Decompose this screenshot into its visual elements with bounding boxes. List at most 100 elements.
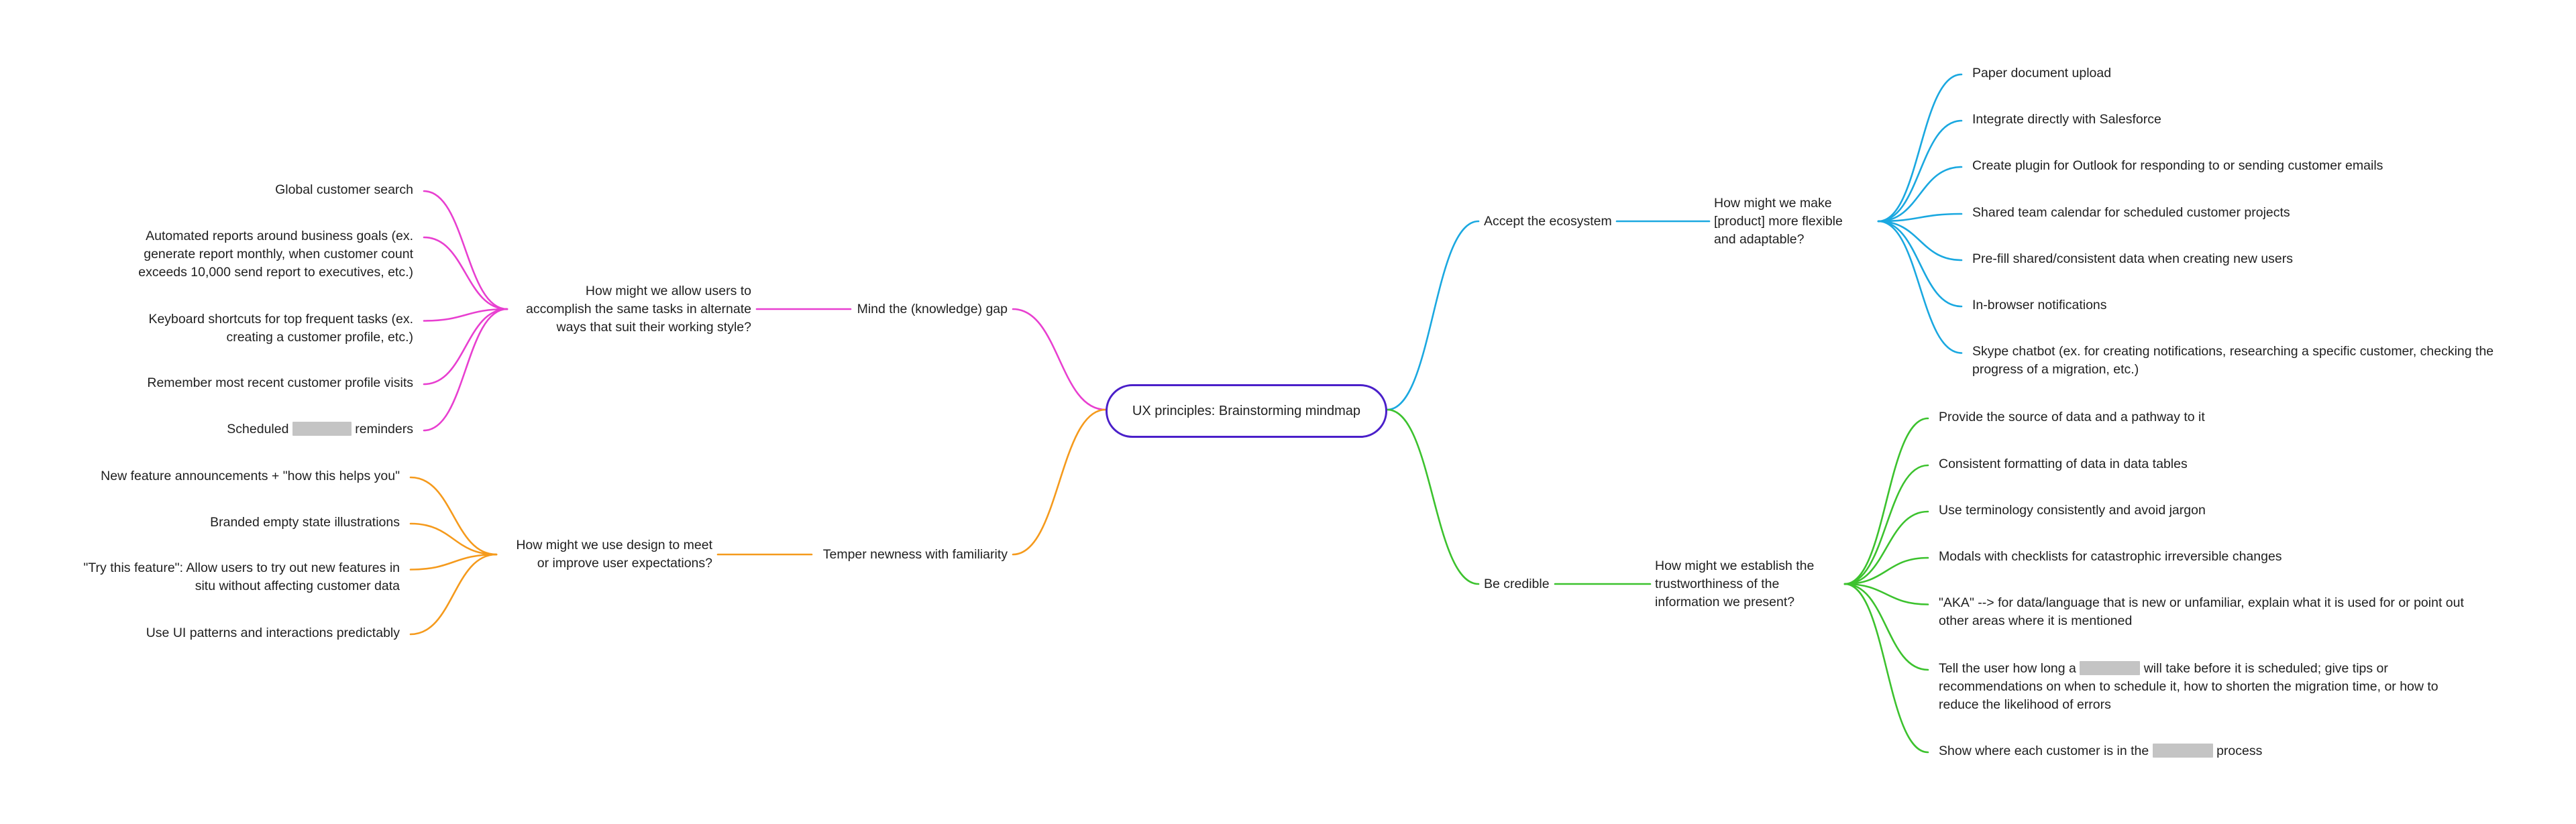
leaf-credible-6[interactable]: Show where each customer is in the proce… [1939,742,2262,760]
leaf-knowledge-1-line-2: exceeds 10,000 send report to executives… [138,264,413,280]
redacted-block [2152,743,2213,758]
leaf-credible-4[interactable]: "AKA" --> for data/language that is new … [1939,594,2464,630]
leaf-credible-1[interactable]: Consistent formatting of data in data ta… [1939,455,2188,473]
question-credible-line-1: trustworthiness of the [1655,576,1780,591]
leaf-familiarity-0-line-0: New feature announcements + "how this he… [101,468,400,483]
familiarity-leaf-connector-1 [409,522,498,556]
branch-credible[interactable]: Be credible [1484,575,1550,593]
leaf-credible-5[interactable]: Tell the user how long a will take befor… [1939,660,2438,714]
leaf-familiarity-2[interactable]: "Try this feature": Allow users to try o… [83,559,400,595]
leaf-credible-1-line-0: Consistent formatting of data in data ta… [1939,456,2188,471]
branch-knowledge-line-0: Mind the (knowledge) gap [857,301,1008,316]
leaf-credible-0[interactable]: Provide the source of data and a pathway… [1939,408,2205,426]
leaf-credible-4-line-1: other areas where it is mentioned [1939,613,2133,628]
leaf-ecosystem-6-line-0: Skype chatbot (ex. for creating notifica… [1972,344,2494,359]
familiarity-leaf-connector-2 [409,553,498,571]
leaf-ecosystem-4-line-0: Pre-fill shared/consistent data when cre… [1972,251,2293,266]
branch-ecosystem-line-0: Accept the ecosystem [1484,213,1612,229]
familiarity-leaf-connector-0 [409,476,498,556]
question-credible[interactable]: How might we establish the trustworthines… [1655,557,1814,611]
text-segment: Tell the user how long a [1939,660,2080,676]
leaf-ecosystem-1-line-0: Integrate directly with Salesforce [1972,111,2161,127]
question-knowledge-line-1: accomplish the same tasks in alternate [526,301,751,316]
knowledge-leaf-connector-2 [423,308,508,322]
leaf-knowledge-3-line-0: Remember most recent customer profile vi… [147,375,413,390]
text-segment: will take before it is scheduled; give t… [2140,660,2388,676]
question-credible-line-2: information we present? [1655,594,1795,609]
question-credible-line-0: How might we establish the [1655,558,1815,573]
branch-familiarity[interactable]: Temper newness with familiarity [823,546,1008,564]
leaf-credible-2[interactable]: Use terminology consistently and avoid j… [1939,502,2206,520]
leaf-familiarity-3-line-0: Use UI patterns and interactions predict… [146,625,400,640]
leaf-familiarity-3[interactable]: Use UI patterns and interactions predict… [146,624,400,642]
leaf-credible-5-line-1: recommendations on when to schedule it, … [1939,679,2438,694]
leaf-knowledge-0[interactable]: Global customer search [275,181,413,199]
text-segment: Show where each customer is in the [1939,743,2153,758]
leaf-ecosystem-5[interactable]: In-browser notifications [1972,296,2107,314]
leaf-familiarity-1[interactable]: Branded empty state illustrations [210,514,400,532]
branch-knowledge[interactable]: Mind the (knowledge) gap [857,300,1008,318]
knowledge-leaf-connector-3 [423,308,508,386]
leaf-ecosystem-5-line-0: In-browser notifications [1972,297,2107,312]
knowledge-leaf-connector-1 [423,236,508,310]
ecosystem-leaf-connector-0 [1877,73,1963,223]
leaf-credible-5-line-2: reduce the likelihood of errors [1939,697,2111,712]
leaf-knowledge-4[interactable]: Scheduled reminders [227,420,413,438]
root-node[interactable]: UX principles: Brainstorming mindmap [1106,384,1387,438]
credible-leaf-connector-3 [1843,556,1929,585]
leaf-ecosystem-4[interactable]: Pre-fill shared/consistent data when cre… [1972,250,2293,268]
leaf-credible-3[interactable]: Modals with checklists for catastrophic … [1939,548,2282,566]
leaf-knowledge-1-line-1: generate report monthly, when customer c… [144,246,413,261]
familiarity-leaf-connector-3 [409,553,498,636]
leaf-knowledge-2-line-1: creating a customer profile, etc.) [226,330,413,345]
branch-credible-line-0: Be credible [1484,576,1550,591]
leaf-knowledge-4-line-0: Scheduled reminders [227,420,413,438]
leaf-ecosystem-0[interactable]: Paper document upload [1972,64,2111,82]
leaf-knowledge-0-line-0: Global customer search [275,182,413,197]
leaf-knowledge-3[interactable]: Remember most recent customer profile vi… [147,374,413,392]
redacted-block [292,421,352,436]
leaf-knowledge-2[interactable]: Keyboard shortcuts for top frequent task… [148,310,413,347]
leaf-ecosystem-1[interactable]: Integrate directly with Salesforce [1972,111,2161,129]
leaf-familiarity-1-line-0: Branded empty state illustrations [210,514,400,530]
question-familiarity[interactable]: How might we use design to meet or improv… [516,536,712,573]
question-ecosystem[interactable]: How might we make [product] more flexible… [1714,194,1843,249]
text-segment: process [2212,743,2263,758]
leaf-familiarity-0[interactable]: New feature announcements + "how this he… [101,467,400,485]
leaf-ecosystem-6-line-1: progress of a migration, etc.) [1972,362,2139,377]
leaf-ecosystem-2-line-0: Create plugin for Outlook for responding… [1972,158,2383,173]
credible-leaf-connector-5 [1843,583,1929,671]
leaf-ecosystem-6[interactable]: Skype chatbot (ex. for creating notifica… [1972,343,2493,379]
leaf-familiarity-2-line-1: situ without affecting customer data [195,579,400,593]
leaf-ecosystem-3-line-0: Shared team calendar for scheduled custo… [1972,204,2290,220]
branch-ecosystem[interactable]: Accept the ecosystem [1484,213,1612,231]
leaf-ecosystem-3[interactable]: Shared team calendar for scheduled custo… [1972,204,2290,222]
leaf-credible-0-line-0: Provide the source of data and a pathway… [1939,409,2205,424]
leaf-credible-4-line-0: "AKA" --> for data/language that is new … [1939,595,2464,610]
leaf-ecosystem-0-line-0: Paper document upload [1972,65,2112,80]
text-segment: Scheduled [227,421,292,436]
knowledge-leaf-connector-0 [423,190,508,310]
leaf-ecosystem-2[interactable]: Create plugin for Outlook for responding… [1972,157,2383,175]
leaf-credible-3-line-0: Modals with checklists for catastrophic … [1939,548,2282,564]
leaf-knowledge-1[interactable]: Automated reports around business goals … [138,227,413,282]
leaf-credible-6-line-0: Show where each customer is in the proce… [1939,742,2262,760]
leaf-credible-5-line-0: Tell the user how long a will take befor… [1939,660,2438,678]
question-familiarity-line-1: or improve user expectations? [537,556,712,571]
ecosystem-leaf-connector-5 [1877,220,1963,308]
ecosystem-leaf-connector-4 [1877,220,1963,261]
familiarity-root-connector [1012,408,1107,556]
credible-leaf-connector-6 [1843,583,1929,754]
redacted-block [2080,660,2141,675]
question-familiarity-line-0: How might we use design to meet [516,538,712,552]
question-ecosystem-line-1: [product] more flexible [1714,213,1843,229]
ecosystem-leaf-connector-2 [1877,166,1963,223]
branch-familiarity-line-0: Temper newness with familiarity [822,546,1008,562]
question-ecosystem-line-0: How might we make [1714,195,1832,211]
credible-leaf-connector-1 [1843,464,1929,585]
root-label: UX principles: Brainstorming mindmap [1132,403,1361,418]
ecosystem-leaf-connector-1 [1877,119,1963,223]
knowledge-leaf-connector-4 [423,308,508,432]
